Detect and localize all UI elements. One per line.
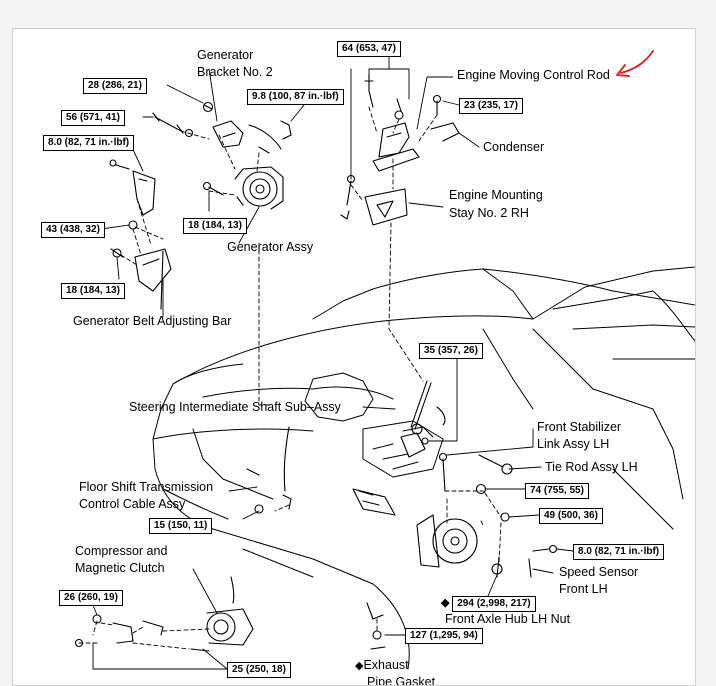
label-engine-mounting-stay-line2: Stay No. 2 RH	[449, 206, 529, 220]
torque-spec-18-generator: 18 (184, 13)	[183, 218, 247, 234]
front-suspension-parts	[352, 452, 558, 578]
exhaust-gasket	[366, 602, 386, 650]
torque-spec-49: 49 (500, 36)	[539, 508, 603, 524]
label-front-axle-hub-nut: Front Axle Hub LH Nut	[445, 612, 571, 626]
label-generator-bracket-line2: Bracket No. 2	[197, 65, 273, 79]
exploded-parts-illustration	[74, 50, 695, 670]
dashed-assembly-lines	[78, 106, 502, 650]
torque-spec-28: 28 (286, 21)	[83, 78, 147, 94]
label-compressor-line1: Compressor and	[75, 544, 168, 558]
label-tie-rod-assy: Tie Rod Assy LH	[545, 460, 638, 474]
vehicle-body-outline	[152, 266, 695, 670]
diagram-sheet: Generator Bracket No. 2 Engine Moving Co…	[12, 28, 696, 686]
floor-shift-cable	[246, 426, 292, 514]
torque-spec-26: 26 (260, 19)	[59, 590, 123, 606]
label-speed-sensor-line2: Front LH	[559, 582, 608, 596]
engine-block-sketch	[304, 372, 444, 478]
diamond-marker-icon: ◆	[355, 660, 364, 672]
label-floor-shift-line2: Control Cable Assy	[79, 497, 186, 511]
torque-spec-8-speed: 8.0 (82, 71 in.·lbf)	[573, 544, 665, 560]
torque-spec-9-8: 9.8 (100, 87 in.·lbf)	[247, 89, 344, 105]
label-engine-moving-control-rod: Engine Moving Control Rod	[457, 68, 610, 82]
label-generator-bracket-line1: Generator	[197, 48, 254, 62]
engine-mounting-parts	[340, 74, 460, 226]
steering-shaft-parts	[400, 380, 446, 458]
label-exhaust-line2: Pipe Gasket	[367, 675, 436, 686]
diamond-marker-icon: ◆	[441, 597, 450, 609]
torque-spec-8-top: 8.0 (82, 71 in.·lbf)	[43, 135, 135, 151]
torque-spec-56: 56 (571, 41)	[61, 110, 125, 126]
leader-lines	[92, 54, 574, 670]
label-condenser: Condenser	[483, 140, 545, 154]
label-exhaust-line1: ◆Exhaust	[355, 657, 409, 675]
exhaust-line1-text: Exhaust	[363, 658, 409, 672]
torque-spec-294: 294 (2,998, 217)	[452, 596, 536, 612]
compressor-parts	[74, 576, 254, 652]
torque-spec-64: 64 (653, 47)	[337, 41, 401, 57]
label-generator-belt-adjusting-bar: Generator Belt Adjusting Bar	[73, 314, 232, 328]
torque-spec-15: 15 (150, 11)	[149, 518, 213, 534]
torque-spec-127: 127 (1,295, 94)	[405, 628, 483, 644]
label-front-stabilizer-line2: Link Assy LH	[537, 437, 610, 451]
label-speed-sensor-line1: Speed Sensor	[559, 565, 639, 579]
torque-spec-23: 23 (235, 17)	[459, 98, 523, 114]
label-compressor-line2: Magnetic Clutch	[75, 561, 165, 575]
label-steering-intermediate-shaft: Steering Intermediate Shaft Sub–Assy	[129, 400, 341, 414]
label-generator-assy: Generator Assy	[227, 240, 314, 254]
torque-spec-25: 25 (250, 18)	[227, 662, 291, 678]
generator-bracket-parts	[109, 101, 292, 310]
annotation-arrow	[620, 50, 654, 74]
label-front-stabilizer-line1: Front Stabilizer	[537, 420, 622, 434]
label-floor-shift-line1: Floor Shift Transmission	[79, 480, 214, 494]
torque-spec-43: 43 (438, 32)	[41, 222, 105, 238]
torque-spec-294-row: ◆ 294 (2,998, 217)	[441, 595, 536, 612]
torque-spec-18-bar: 18 (184, 13)	[61, 283, 125, 299]
label-engine-mounting-stay-line1: Engine Mounting	[449, 188, 543, 202]
torque-spec-35: 35 (357, 26)	[419, 343, 483, 359]
torque-spec-74: 74 (755, 55)	[525, 483, 589, 499]
